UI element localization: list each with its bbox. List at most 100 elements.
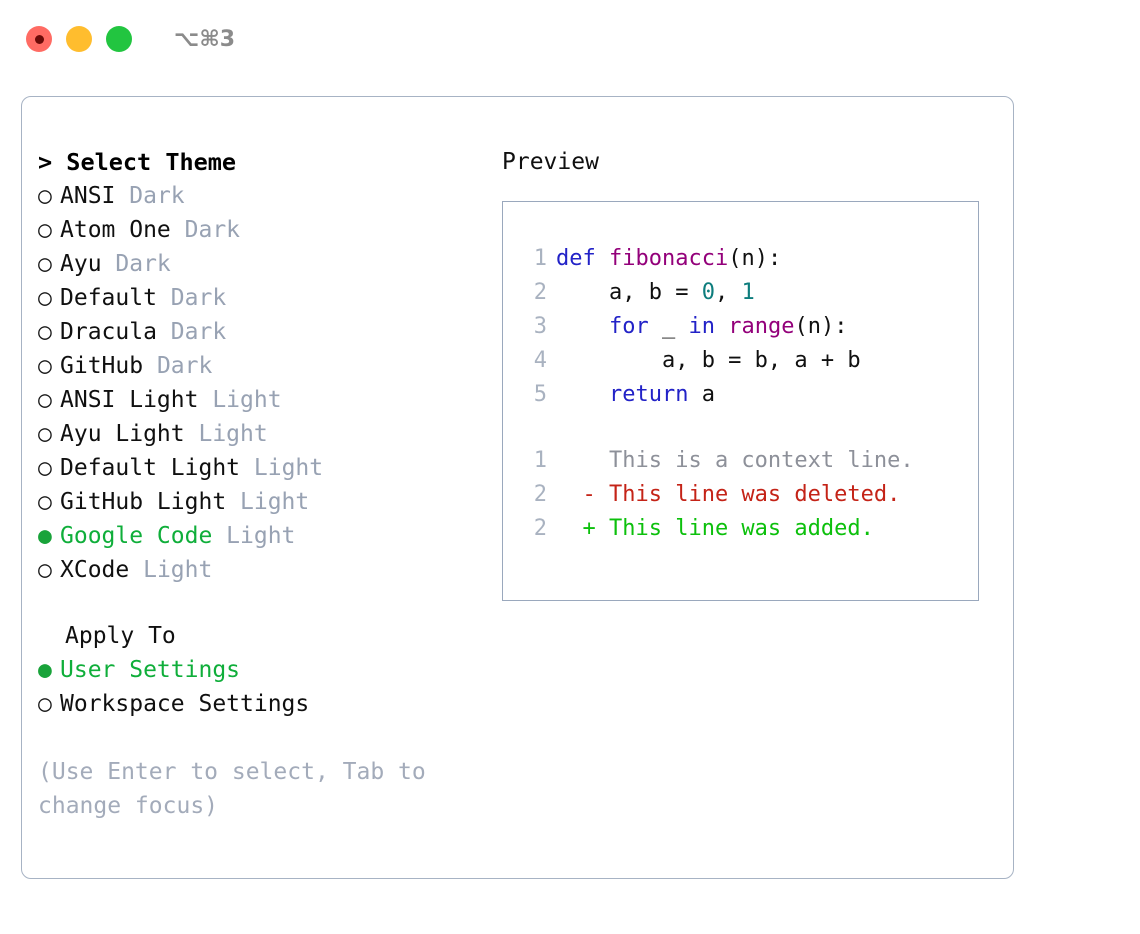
line-number: 1 (533, 448, 547, 473)
radio-unselected-icon[interactable]: ○ (38, 421, 52, 447)
diff-text: - This line was deleted. (556, 482, 901, 507)
diff-sample: 1 This is a context line. 2 - This line w… (521, 444, 978, 546)
help-text-line-1: (Use Enter to select, Tab to (38, 759, 426, 785)
line-number: 2 (533, 280, 547, 305)
theme-kind-label: Dark (156, 353, 213, 379)
theme-name: ANSI (60, 183, 130, 209)
theme-list-item[interactable]: ○Default Dark (38, 281, 478, 315)
apply-to-list[interactable]: ● User Settings ○ Workspace Settings (38, 653, 478, 721)
theme-list-item[interactable]: ● Google Code Light (38, 519, 478, 553)
line-number: 5 (533, 382, 547, 407)
radio-unselected-icon[interactable]: ○ (38, 455, 52, 481)
theme-list-item[interactable]: ○ GitHub Light Light (38, 485, 478, 519)
code-token: (n): (728, 246, 782, 271)
code-token: a (688, 382, 715, 407)
line-number: 2 (533, 516, 547, 541)
code-token: fibonacci (608, 246, 729, 271)
theme-list-item[interactable]: ○ ANSI Light Light (38, 383, 478, 417)
theme-list-item[interactable]: ○ XCode Light (38, 553, 478, 587)
theme-name: XCode (60, 557, 144, 583)
keyboard-shortcut-label: ⌥⌘3 (174, 26, 236, 52)
theme-kind-label: Dark (129, 183, 185, 209)
radio-selected-icon[interactable]: ● (38, 657, 52, 683)
code-token: return (608, 382, 689, 407)
preview-heading: Preview (502, 149, 599, 175)
code-line: 5 return a (521, 378, 978, 412)
diff-text: This is a context line. (556, 448, 914, 473)
minimize-button[interactable] (66, 26, 92, 52)
code-token (556, 314, 609, 339)
code-token (715, 314, 728, 339)
apply-to-label: User Settings (60, 657, 241, 683)
theme-picker-panel: > Select Theme ○ANSI Dark○Atom One Dark○… (21, 96, 1014, 879)
theme-list-item[interactable]: ○ GitHub Dark (38, 349, 478, 383)
radio-unselected-icon[interactable]: ○ (38, 691, 52, 717)
theme-kind-label: Light (226, 523, 296, 549)
theme-name: GitHub Light (60, 489, 241, 515)
theme-name: Default (60, 285, 171, 311)
theme-kind-label: Light (240, 489, 310, 515)
help-spacer (38, 721, 478, 755)
line-number: 2 (533, 482, 547, 507)
diff-line: 1 This is a context line. (521, 444, 978, 478)
theme-name: GitHub (60, 353, 157, 379)
code-token: def (556, 246, 609, 271)
theme-kind-label: Dark (170, 319, 227, 345)
theme-kind-label: Dark (184, 217, 241, 243)
code-token: in (688, 314, 715, 339)
theme-kind-label: Light (198, 421, 268, 447)
radio-unselected-icon[interactable]: ○ (38, 217, 52, 243)
theme-name: Dracula (60, 319, 171, 345)
line-number: 3 (533, 314, 547, 339)
radio-unselected-icon[interactable]: ○ (38, 489, 52, 515)
code-diff-spacer (521, 412, 978, 444)
code-line: 4 a, b = b, a + b (521, 344, 978, 378)
title-bar: ⌥⌘3 (0, 0, 1140, 78)
theme-list-item[interactable]: ○Ayu Light Light (38, 417, 478, 451)
radio-unselected-icon[interactable]: ○ (38, 251, 52, 277)
maximize-button[interactable] (106, 26, 132, 52)
apply-to-item[interactable]: ● User Settings (38, 653, 478, 687)
radio-unselected-icon[interactable]: ○ (38, 557, 52, 583)
code-token (556, 382, 609, 407)
theme-list[interactable]: ○ANSI Dark○Atom One Dark○Ayu Dark○Defaul… (38, 179, 478, 587)
help-text-line-2: change focus) (38, 793, 219, 819)
radio-unselected-icon[interactable]: ○ (38, 285, 52, 311)
radio-unselected-icon[interactable]: ○ (38, 183, 52, 209)
theme-list-item[interactable]: ○Default Light Light (38, 451, 478, 485)
code-token: for (608, 314, 649, 339)
radio-selected-icon[interactable]: ● (38, 523, 52, 549)
section-spacer (38, 587, 478, 619)
traffic-light-buttons (26, 26, 132, 52)
radio-unselected-icon[interactable]: ○ (38, 353, 52, 379)
theme-list-item[interactable]: ○ ANSI Dark (38, 179, 478, 213)
apply-to-item[interactable]: ○ Workspace Settings (38, 687, 478, 721)
theme-list-item[interactable]: ○ Atom One Dark (38, 213, 478, 247)
theme-name: Atom One (60, 217, 185, 243)
theme-list-item[interactable]: ○Ayu Dark (38, 247, 478, 281)
code-token: , (714, 280, 742, 305)
theme-name: Google Code (60, 523, 227, 549)
code-token: 0 (701, 280, 715, 305)
code-token: _ (648, 314, 689, 339)
theme-kind-label: Light (212, 387, 282, 413)
code-token: a, b = (556, 280, 702, 305)
theme-kind-label: Dark (115, 251, 171, 277)
radio-unselected-icon[interactable]: ○ (38, 319, 52, 345)
code-token: (n): (794, 314, 848, 339)
code-token: a, b = b, a + b (556, 348, 861, 373)
code-token: range (728, 314, 795, 339)
radio-unselected-icon[interactable]: ○ (38, 387, 52, 413)
diff-line: 2 + This line was added. (521, 512, 978, 546)
close-button[interactable] (26, 26, 52, 52)
code-line: 2 a, b = 0, 1 (521, 276, 978, 310)
diff-text: + This line was added. (556, 516, 874, 541)
theme-name: ANSI Light (60, 387, 213, 413)
theme-kind-label: Light (143, 557, 213, 583)
theme-list-item[interactable]: ○ Dracula Dark (38, 315, 478, 349)
line-number: 1 (533, 246, 547, 271)
apply-to-label: Workspace Settings (60, 691, 310, 717)
